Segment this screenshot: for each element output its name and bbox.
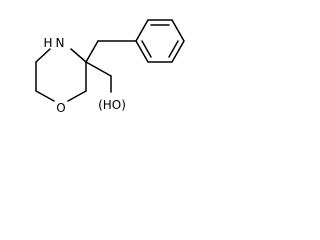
phenyl-double-bond-left bbox=[141, 40, 152, 58]
hydroxyl-label: (HO) bbox=[98, 98, 126, 112]
oxygen-atom-label: O bbox=[56, 101, 65, 115]
benzyl-group bbox=[85, 19, 185, 63]
phenyl-ring bbox=[135, 19, 185, 63]
hydroxymethyl-group bbox=[85, 61, 112, 93]
morpholine-ring bbox=[35, 48, 87, 102]
bond-n-c4 bbox=[35, 48, 51, 63]
phenyl-double-bond-right bbox=[168, 40, 179, 58]
nitrogen-atom-label: N bbox=[56, 36, 65, 50]
bond-c5-o bbox=[35, 90, 55, 102]
bond-c3-ch2 bbox=[85, 40, 99, 63]
bond-c3-n bbox=[70, 48, 87, 63]
bond-o-c2 bbox=[67, 90, 87, 102]
nitrogen-hydrogen-label: H bbox=[43, 36, 52, 50]
bond-c3-ch2oh bbox=[85, 61, 112, 77]
benzyl-morpholine-methanol-structure: N H O (HO) bbox=[35, 19, 185, 115]
